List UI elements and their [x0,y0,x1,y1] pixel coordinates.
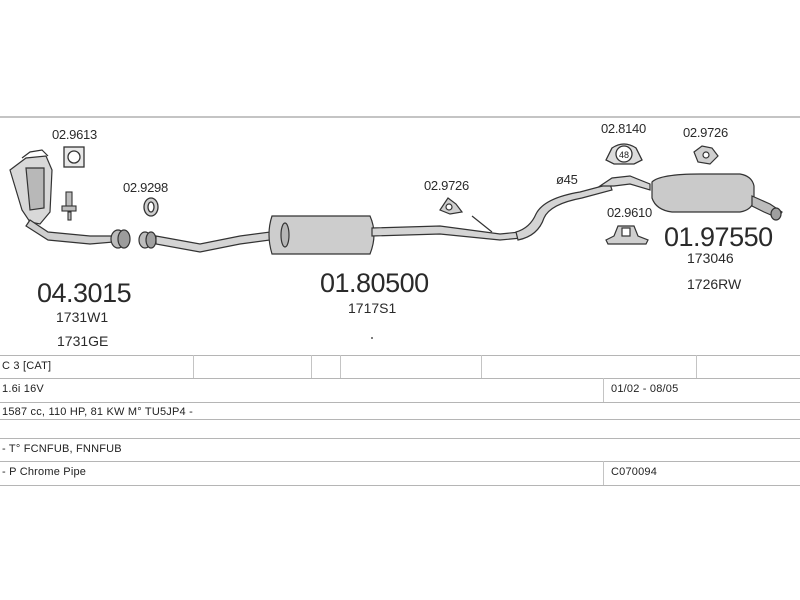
spec-cell: 1587 cc, 110 HP, 81 KW M° TU5JP4 - [2,406,193,418]
front-pipe-code-1: 1731W1 [56,309,109,325]
note-code-cell: C070094 [611,466,658,478]
hanger-rod [471,215,493,233]
rubber-mount-icon [693,145,719,165]
table-divider [311,355,312,378]
table-divider [193,355,194,378]
rubber-mount-label: 02.9726 [683,125,728,140]
front-pipe-part-number: 04.3015 [37,278,132,308]
rear-silencer-code-2: 1726RW [687,276,742,292]
rear-silencer-part-number: 01.97550 [664,222,773,252]
hanger-bracket-icon [605,225,649,245]
middle-silencer-part [138,215,523,255]
rubber-hanger-label: 02.9726 [424,178,469,193]
table-line-5 [0,461,800,462]
clamp-ring-icon [143,197,159,217]
front-pipe-part [9,149,131,249]
table-divider [481,355,482,378]
table-line-6 [0,485,800,486]
table-line-1 [0,378,800,379]
gasket-icon [63,146,85,168]
engine-cell: 1.6i 16V [2,383,44,395]
gasket-label: 02.9613 [52,127,97,142]
table-line-4 [0,438,800,439]
rubber-hanger-icon [439,197,464,215]
table-divider [340,355,341,378]
bracket-label: 02.8140 [601,121,646,136]
table-line-2 [0,402,800,403]
table-divider [603,461,604,485]
hanger-label: 02.9610 [607,205,652,220]
table-divider [603,378,604,402]
rear-silencer-part [651,173,783,221]
bracket-number-label: 48 [619,150,629,160]
middle-silencer-code: 1717S1 [348,300,397,316]
marker-dot [371,337,373,339]
rear-pipe-part [515,175,651,241]
engine-codes-cell: - T° FCNFUB, FNNFUB [2,443,122,455]
clamp-label: 02.9298 [123,180,168,195]
table-line-3 [0,419,800,420]
middle-silencer-part-number: 01.80500 [320,268,429,298]
model-cell: C 3 [CAT] [2,360,52,372]
pipe-diameter-label: ø45 [556,172,578,187]
rear-silencer-code-1: 173046 [687,250,734,266]
table-line-0 [0,355,800,356]
front-pipe-code-2: 1731GE [57,333,109,349]
years-cell: 01/02 - 08/05 [611,383,679,395]
oxygen-sensor-icon [61,191,77,221]
table-divider [696,355,697,378]
bracket-clamp-icon [605,143,643,165]
note-cell: - P Chrome Pipe [2,466,87,478]
